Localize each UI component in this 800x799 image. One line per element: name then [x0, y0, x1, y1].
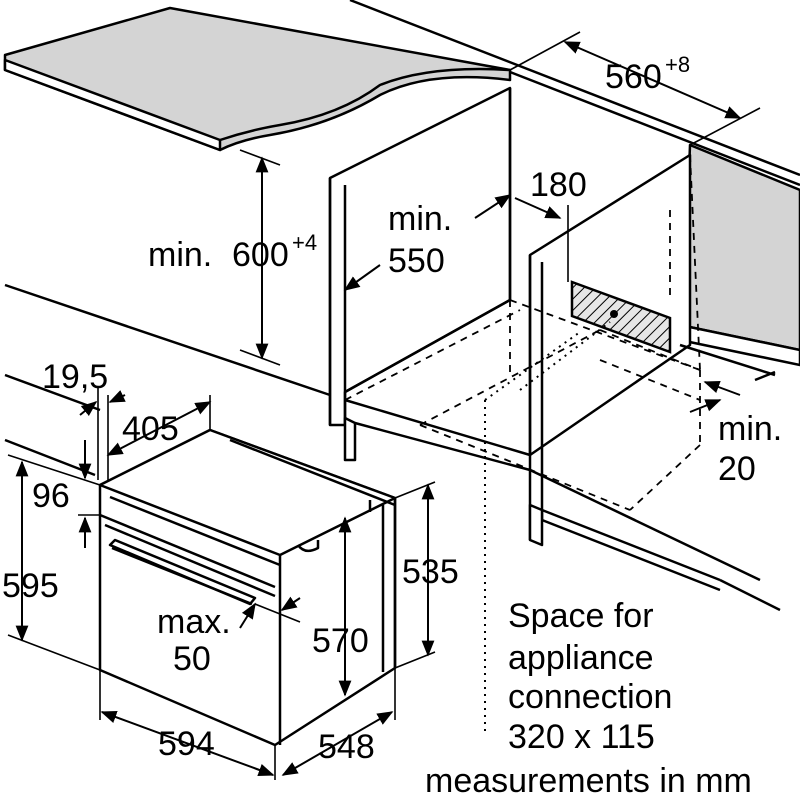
dimension-lines [7, 31, 761, 780]
connection-note-line-3: connection [508, 678, 672, 716]
niche-width-tolerance: +8 [665, 52, 690, 77]
side-min-label: min. [718, 410, 782, 448]
inner-height-value: 535 [402, 553, 459, 591]
niche-depth-value: 550 [388, 242, 445, 280]
panel-depth-value: 405 [122, 410, 179, 448]
cabinet-niche [328, 86, 721, 592]
countertop-left [3, 6, 512, 152]
notes: Space for appliance connection 320 x 115… [425, 597, 752, 799]
depth-value: 600 [232, 236, 289, 274]
connection-note-line-4: 320 x 115 [508, 718, 655, 756]
body-height-value: 570 [312, 622, 369, 660]
niche-depth-min-label: min. [388, 200, 452, 238]
units-note: measurements in mm [425, 762, 752, 799]
handle-value: 50 [173, 640, 211, 678]
niche-width-value: 560 [605, 58, 662, 96]
depth-min-label: min. [148, 236, 212, 274]
vent-value: 180 [530, 166, 587, 204]
total-height-value: 595 [2, 567, 59, 605]
dimension-labels: min. 600 +4 560 +8 min. 550 180 min. 20 … [2, 52, 782, 766]
connection-note-line-1: Space for [508, 597, 654, 635]
width-value: 594 [158, 725, 215, 763]
floor-lines [4, 283, 781, 612]
top-gap-value: 96 [32, 477, 70, 515]
connection-note-line-2: appliance [508, 639, 654, 677]
hidden-lines [344, 154, 701, 735]
side-value: 20 [718, 450, 756, 488]
depth-value-548: 548 [318, 728, 375, 766]
countertop-right [667, 143, 800, 367]
handle-max-label: max. [157, 603, 231, 641]
oven [98, 428, 397, 747]
depth-tolerance: +4 [292, 230, 317, 255]
front-offset-value: 19,5 [42, 358, 108, 396]
